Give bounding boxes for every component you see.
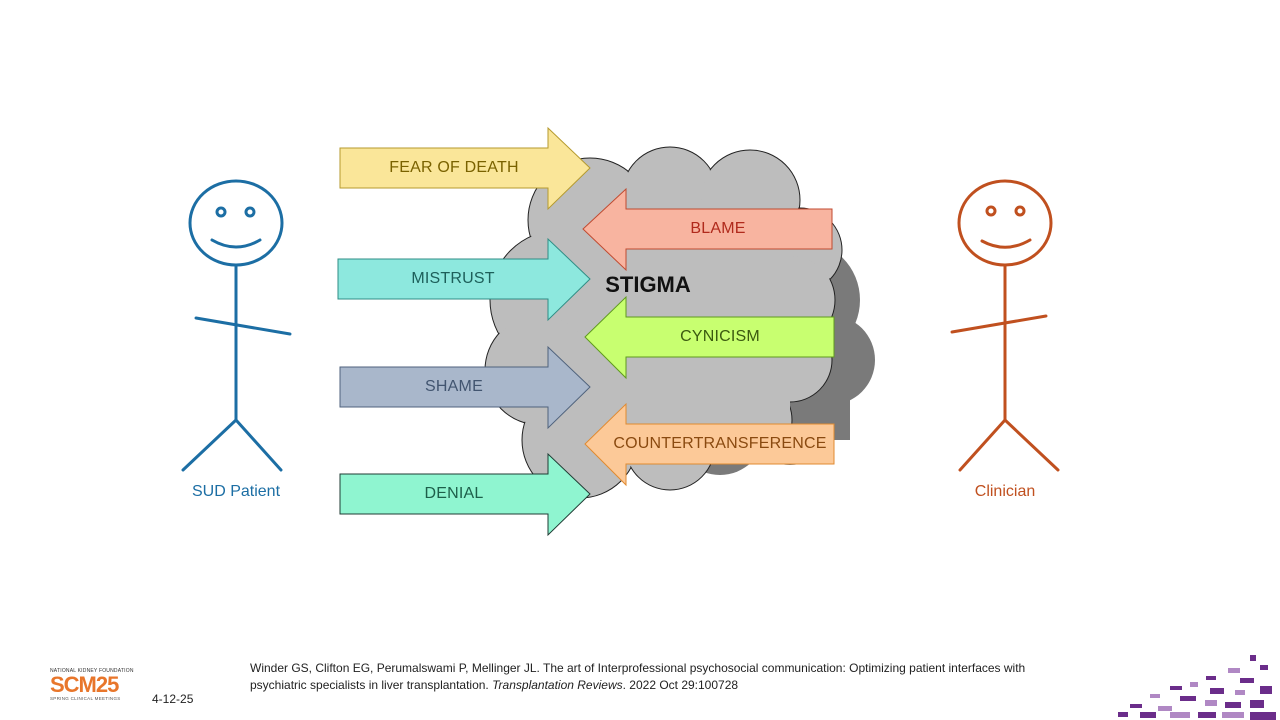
clinician-label: Clinician	[974, 483, 1036, 500]
label-denial: DENIAL	[424, 485, 484, 502]
label-countertransference: COUNTERTRANSFERENCE	[613, 435, 827, 452]
arrow-blame	[582, 187, 833, 272]
label-fear-of-death: FEAR OF DEATH	[389, 159, 519, 176]
arrow-mistrust	[337, 237, 591, 322]
scm25-logo: NATIONAL KIDNEY FOUNDATION SCM25 SPRING …	[50, 668, 145, 712]
slide-date: 4-12-25	[152, 692, 194, 706]
arrow-shame	[339, 345, 591, 430]
citation-main: Winder GS, Clifton EG, Perumalswami P, M…	[250, 661, 1026, 692]
label-mistrust: MISTRUST	[411, 270, 495, 287]
logo-org: NATIONAL KIDNEY FOUNDATION	[50, 668, 134, 674]
arrow-cynicism	[584, 295, 835, 380]
corner-decoration	[1118, 655, 1276, 720]
citation: Winder GS, Clifton EG, Perumalswami P, M…	[250, 660, 1030, 694]
citation-tail: . 2022 Oct 29:100728	[622, 678, 739, 692]
citation-journal: Transplantation Reviews	[492, 678, 623, 692]
logo-subtitle: SPRING CLINICAL MEETINGS	[50, 696, 121, 701]
label-blame: BLAME	[690, 220, 746, 237]
arrow-denial	[339, 452, 591, 537]
label-shame: SHAME	[425, 378, 483, 395]
patient-figure	[181, 179, 292, 472]
stigma-label: STIGMA	[605, 272, 691, 297]
patient-label: SUD Patient	[191, 483, 281, 500]
logo-name: SCM25	[50, 672, 119, 697]
label-cynicism: CYNICISM	[680, 328, 760, 345]
arrow-fear-of-death	[339, 126, 591, 211]
clinician-figure	[950, 179, 1060, 472]
arrow-countertransference	[584, 402, 835, 487]
